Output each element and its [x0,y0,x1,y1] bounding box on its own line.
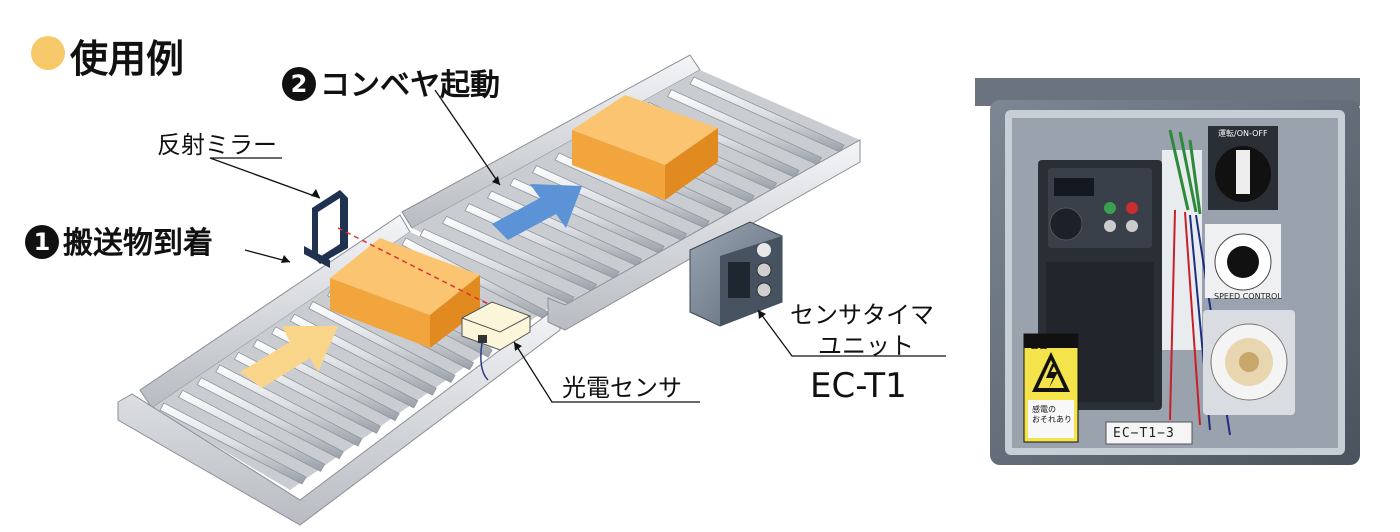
speed-dial-label: SPEED CONTROL [1214,292,1282,301]
warning-text: 感電の おそれあり [1032,405,1072,425]
step-label: 搬送物到着 [63,226,213,261]
switch-label: 運転/ON-OFF [1218,129,1268,138]
panel-model-sticker: EC−T1−3 [1113,426,1175,441]
flow-arrow-blue [492,184,582,240]
warning-text-line2: おそれあり [1032,415,1072,424]
roller [689,76,845,153]
sensor-timer-unit [689,221,783,327]
package-moving [572,95,718,200]
callout-lines [209,89,946,403]
roller [159,402,307,485]
roller [531,165,688,242]
reflective-mirror [304,190,348,268]
roller [215,364,363,447]
roller [178,389,326,472]
sensor-beam [337,227,493,307]
control-panel-photo [975,78,1360,465]
flow-arrow-yellow [240,326,338,388]
warning-title: 警告 [1030,341,1049,351]
step-label: コンベヤ起動 [320,68,500,103]
roller [196,377,344,460]
step-number-badge: 2 [282,67,316,101]
callout-timer-unit-line1: センサタイマ [790,301,934,329]
callout-timer-unit-line2: ユニット [818,332,914,360]
page-title: 使用例 [70,37,185,81]
callout-photo-sensor: 光電センサ [562,374,682,402]
callout-mirror: 反射ミラー [157,131,277,159]
photo-sensor [461,301,531,381]
roller [441,215,598,292]
warning-text-line1: 感電の [1032,405,1056,414]
step-number-badge: 1 [25,225,59,259]
roller [419,228,575,305]
model-name: EC-T1 [810,366,907,406]
title-bullet-dot [31,36,65,70]
roller [666,89,823,166]
roller [308,300,456,383]
